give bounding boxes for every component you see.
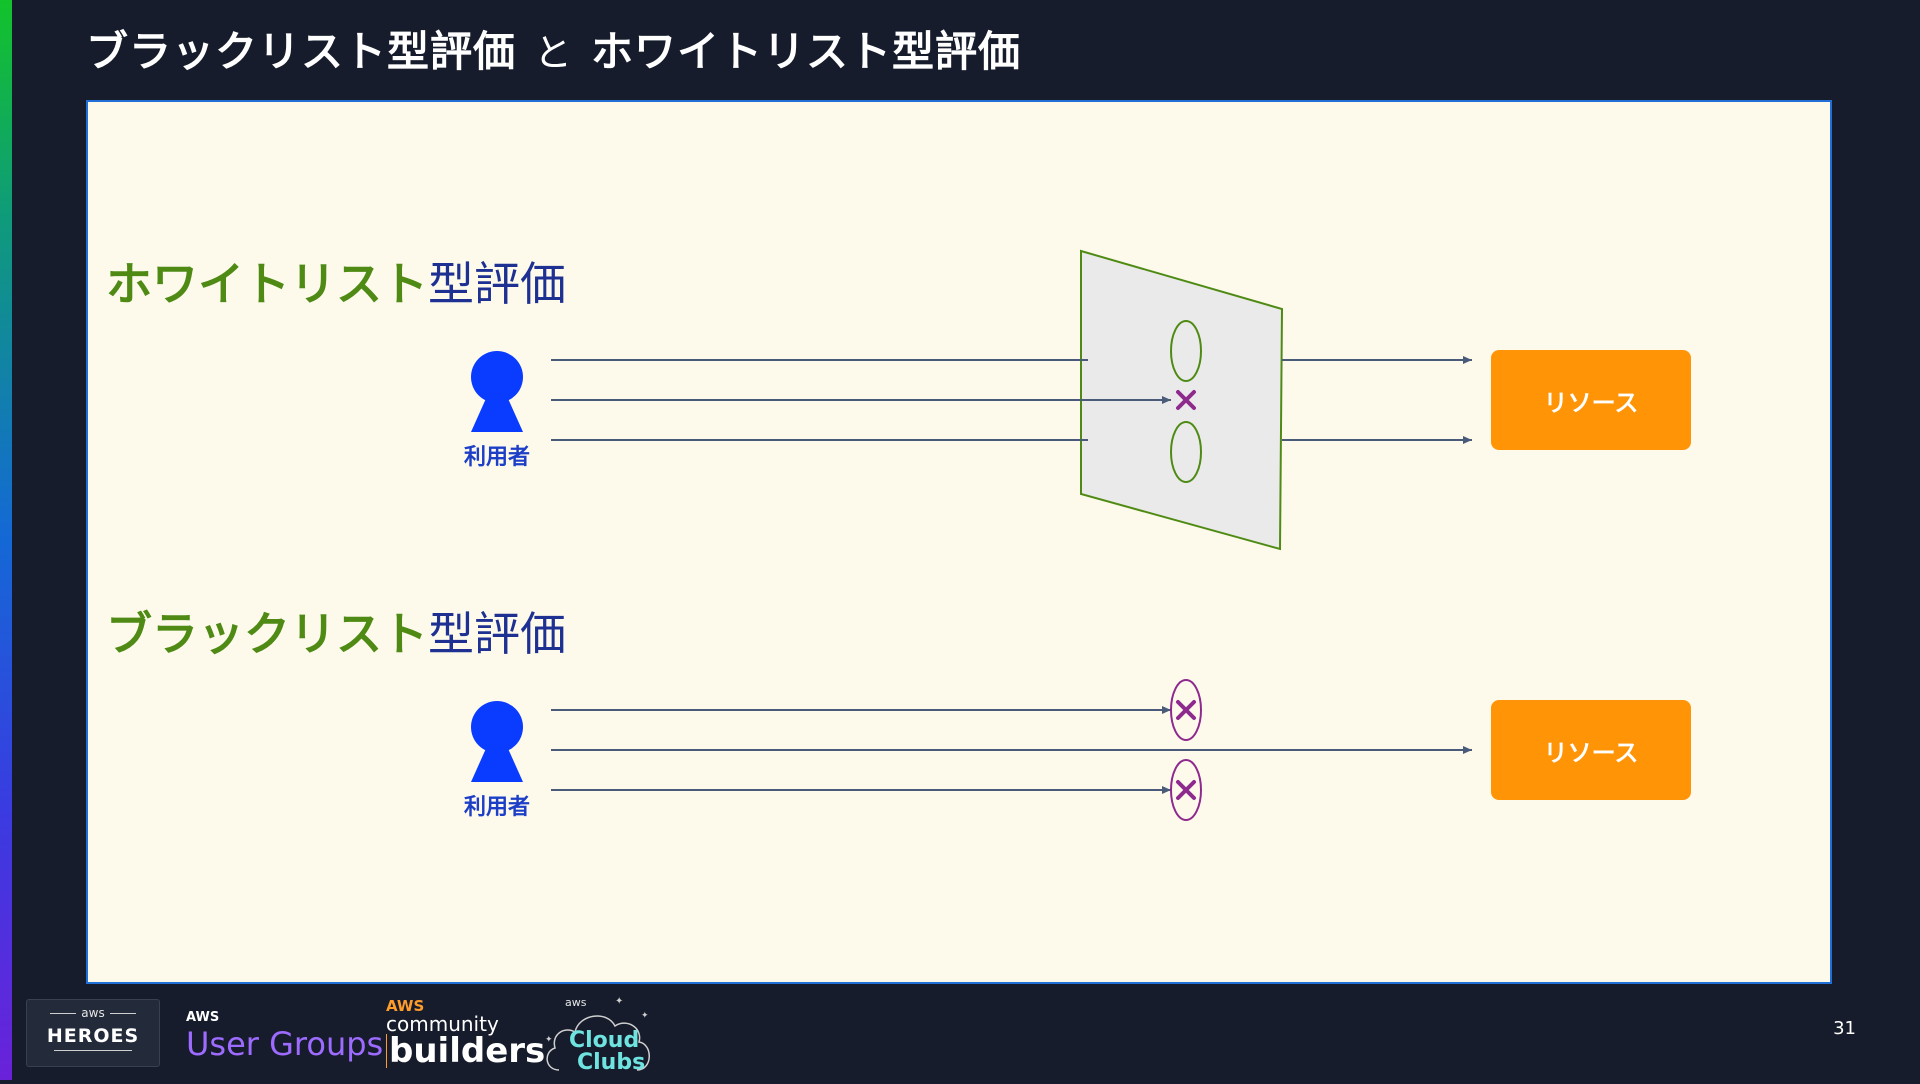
blacklist-user-label: 利用者 [463, 795, 530, 820]
cloud-outline-icon: ✦ ✦ ✦ [545, 996, 650, 1071]
blacklist-resource-box: リソース [1491, 700, 1691, 800]
cloud-clubs-text: Cloud Clubs [563, 1030, 645, 1074]
blacklist-user-icon [471, 701, 523, 782]
title-connector: と [534, 31, 574, 75]
whitelist-user-label: 利用者 [463, 445, 530, 470]
community-aws-text: AWS [386, 997, 425, 1015]
diagram-panel: ホワイトリスト型評価 利用者 リソース ブラックリスト型評価 利用者 リソース [86, 100, 1832, 984]
deny-ellipse-icon [1170, 759, 1202, 821]
heroes-text: HEROES [46, 1025, 140, 1047]
blacklist-section-title: ブラックリスト型評価 [106, 598, 566, 664]
whitelist-user-icon [471, 351, 523, 432]
page-number: 31 [1833, 1018, 1856, 1039]
aws-heroes-logo: aws HEROES [26, 999, 160, 1067]
community-text: community [386, 1012, 499, 1036]
aws-cloud-clubs-logo: ✦ ✦ ✦ aws Cloud Clubs [541, 990, 661, 1080]
diagram-canvas [471, 249, 1472, 821]
slide-title: ブラックリスト型評価とホワイトリスト型評価 [86, 18, 1021, 79]
blacklist-title-blue: 型評価 [428, 607, 566, 661]
cross-mark-icon [1176, 390, 1196, 410]
allow-ellipse-icon [1170, 320, 1202, 382]
svg-text:✦: ✦ [545, 1035, 553, 1045]
aws-community-builders-logo: AWS community builders [386, 998, 545, 1068]
whitelist-filter-plane [1080, 249, 1284, 551]
whitelist-title-blue: 型評価 [428, 257, 566, 311]
aws-user-groups-logo: AWS User Groups [186, 1010, 383, 1063]
title-whitelist: ホワイトリスト型評価 [591, 27, 1022, 76]
allow-ellipse-icon [1170, 421, 1202, 483]
title-blacklist: ブラックリスト型評価 [86, 27, 517, 76]
blacklist-title-green: ブラックリスト [106, 607, 428, 661]
heroes-underline [54, 1050, 132, 1051]
cloud-clubs-line2: Clubs [577, 1050, 646, 1075]
whitelist-title-green: ホワイトリスト [106, 257, 428, 311]
cloud-clubs-aws-text: aws [565, 996, 587, 1009]
deny-ellipse-icon [1170, 679, 1202, 741]
accent-gradient-bar [0, 0, 12, 1080]
builders-text: builders [386, 1034, 545, 1068]
heroes-aws-text: aws [27, 1007, 159, 1019]
cloud-clubs-line1: Cloud [568, 1028, 640, 1053]
whitelist-section-title: ホワイトリスト型評価 [106, 248, 566, 314]
user-groups-aws-text: AWS [186, 1010, 220, 1025]
svg-text:✦: ✦ [615, 996, 623, 1007]
whitelist-resource-box: リソース [1491, 350, 1691, 450]
footer-logos: aws HEROES AWS User Groups AWS community… [26, 990, 726, 1080]
user-groups-text: User Groups [186, 1025, 384, 1063]
svg-text:✦: ✦ [641, 1011, 649, 1021]
